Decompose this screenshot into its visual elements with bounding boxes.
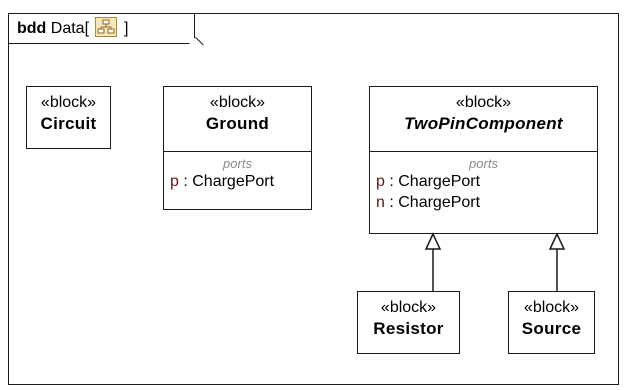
block-circuit[interactable]: «block» Circuit: [26, 86, 111, 149]
diagram-kind: bdd: [17, 20, 47, 38]
block-ground[interactable]: «block» Ground ports p : ChargePort: [163, 86, 312, 210]
port-item[interactable]: n : ChargePort: [376, 192, 591, 213]
port-type: ChargePort: [398, 173, 481, 190]
block-stereotype: «block»: [209, 94, 266, 111]
diagram-open-bracket: [: [84, 20, 90, 38]
port-name: p: [376, 173, 385, 190]
diagram-frame-header[interactable]: bdd Data[ ]: [9, 14, 195, 44]
block-name: Ground: [205, 114, 270, 133]
diagram-frame: bdd Data[ ]: [8, 13, 619, 385]
block-stereotype: «block»: [523, 299, 580, 316]
block-stereotype: «block»: [455, 94, 512, 111]
diagram-name: Data: [50, 20, 85, 38]
port-type: ChargePort: [192, 173, 275, 190]
block-name: Source: [521, 319, 582, 338]
block-name: Resistor: [373, 319, 444, 338]
diagram-close-bracket: ]: [123, 20, 129, 38]
block-stereotype: «block»: [40, 94, 97, 111]
port-name: p: [170, 173, 179, 190]
port-name: n: [376, 194, 385, 211]
port-separator: :: [178, 173, 193, 190]
port-separator: :: [384, 194, 399, 211]
block-name: TwoPinComponent: [404, 114, 563, 133]
block-resistor[interactable]: «block» Resistor: [357, 291, 460, 354]
block-source[interactable]: «block» Source: [508, 291, 595, 354]
port-item[interactable]: p : ChargePort: [376, 171, 591, 192]
ports-compartment: ports p : ChargePort n : ChargePort: [370, 151, 597, 213]
block-two-pin-component[interactable]: «block» TwoPinComponent ports p : Charge…: [369, 86, 598, 234]
block-stereotype: «block»: [380, 299, 437, 316]
port-item[interactable]: p : ChargePort: [170, 171, 305, 192]
compartment-title: ports: [223, 156, 252, 171]
block-name: Circuit: [40, 114, 97, 133]
compartment-title: ports: [469, 156, 498, 171]
port-separator: :: [384, 173, 399, 190]
generalization-source[interactable]: [548, 232, 566, 291]
generalization-resistor[interactable]: [424, 232, 442, 291]
port-type: ChargePort: [398, 194, 481, 211]
class-diagram-icon: [95, 17, 118, 37]
ports-compartment: ports p : ChargePort: [164, 151, 311, 192]
